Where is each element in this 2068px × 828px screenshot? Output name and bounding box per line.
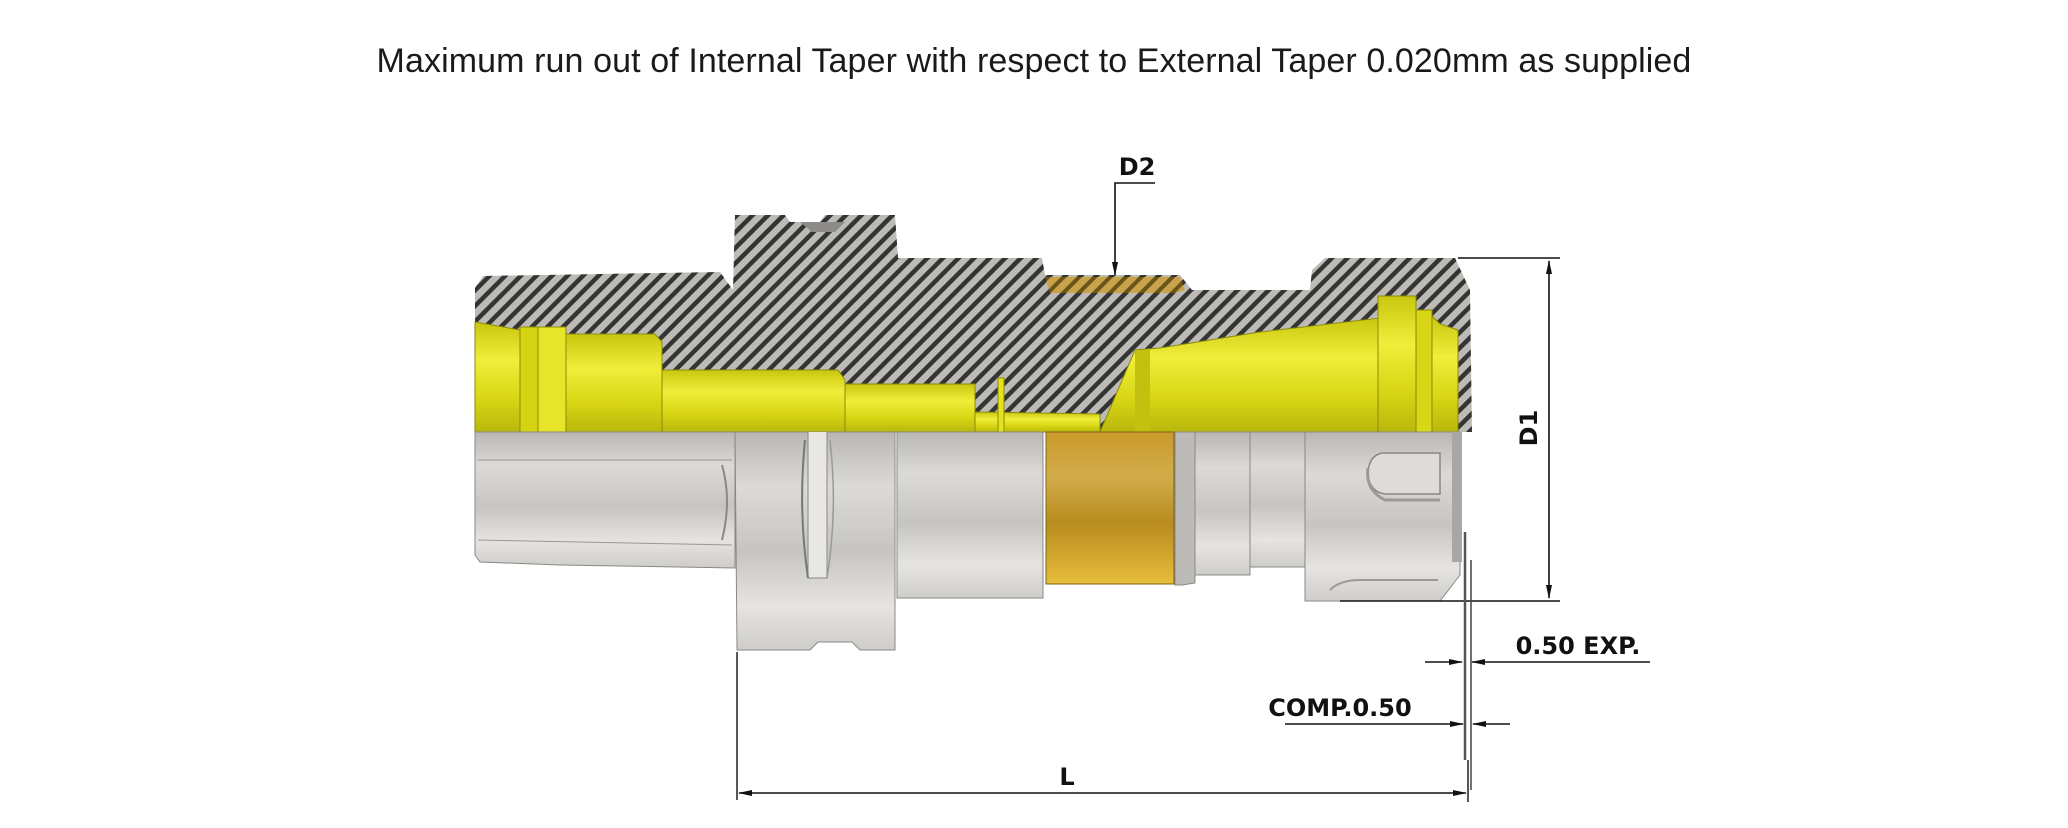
nose-cylinder [1194,431,1251,576]
flange-slot [807,432,828,579]
taper-shank [474,431,736,569]
nut-slot [1367,452,1441,495]
compression-label: COMP.0.50 [1268,694,1411,722]
exterior-view [474,431,1462,651]
dimension-expansion: 0.50 EXP. [1425,632,1650,665]
expansion-label: 0.50 EXP. [1516,632,1641,660]
d1-label: D1 [1515,410,1543,447]
d2-seal-band [1045,277,1185,293]
dimension-d1: D1 [1340,257,1560,602]
dimension-compression: COMP.0.50 [1268,694,1510,727]
internal-bore [474,295,1459,433]
diagram-title: Maximum run out of Internal Taper with r… [376,42,1692,80]
dimension-length: L [736,652,1469,802]
body-cylinder [896,431,1044,599]
collet-range-indicator [1463,532,1472,790]
length-label: L [1059,763,1074,791]
balance-ring [1045,431,1175,585]
d2-label: D2 [1119,153,1156,181]
collar-groove [800,222,845,232]
dimension-d2: D2 [1112,153,1156,276]
